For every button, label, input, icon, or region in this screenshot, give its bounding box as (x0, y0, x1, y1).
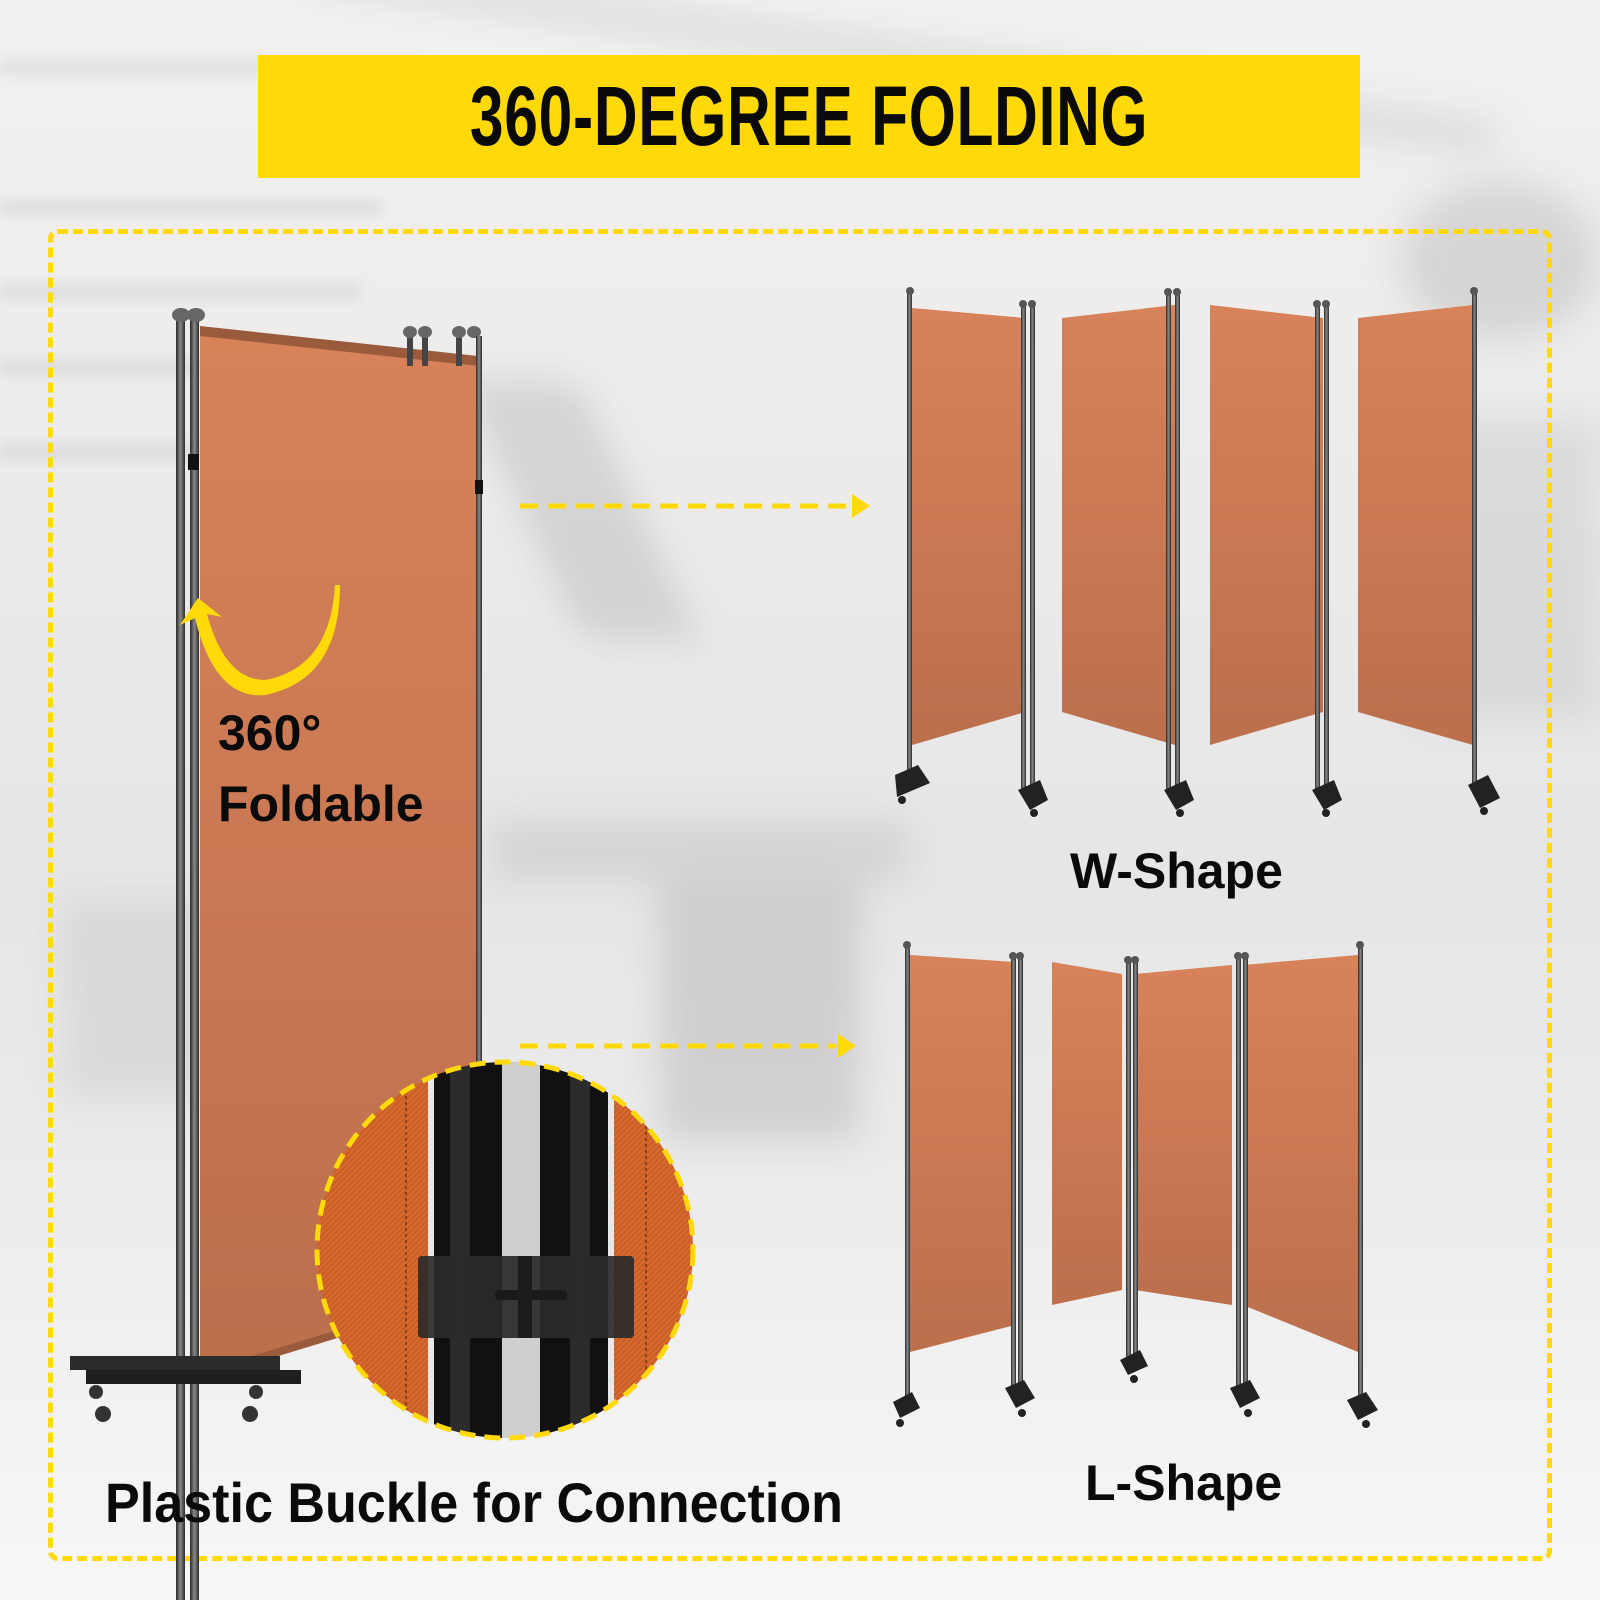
w-shape-label: W-Shape (1070, 843, 1283, 899)
arrow-to-w-shape (520, 494, 870, 518)
bg-shape (660, 880, 860, 1140)
w-shape-illustration (895, 287, 1500, 817)
title-banner: 360-DEGREE FOLDING (258, 55, 1360, 178)
fold-label-text: Foldable (218, 776, 424, 832)
bg-shape (490, 820, 910, 880)
l-shape-illustration (893, 941, 1378, 1428)
fold-label-degrees: 360° (218, 705, 322, 761)
arrow-to-l-shape (520, 1034, 856, 1058)
l-shape-label: L-Shape (1085, 1455, 1283, 1511)
buckle-detail-circle (314, 1059, 696, 1441)
bg-stripe (0, 200, 380, 214)
bg-stripe (0, 285, 360, 299)
buckle-caption: Plastic Buckle for Connection (105, 1471, 843, 1534)
page-title: 360-DEGREE FOLDING (469, 69, 1149, 163)
curved-arrow-icon (180, 585, 340, 696)
content-frame (48, 229, 1552, 1561)
